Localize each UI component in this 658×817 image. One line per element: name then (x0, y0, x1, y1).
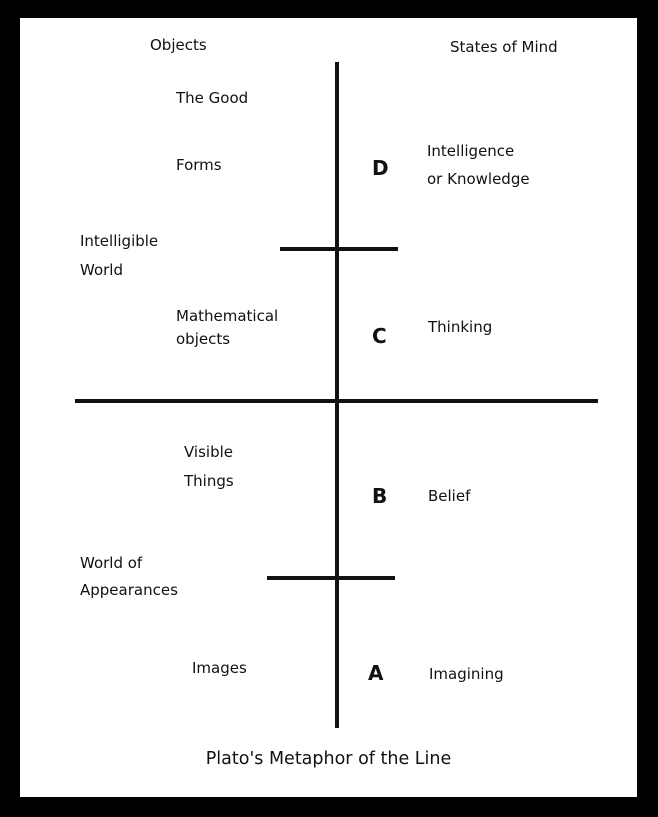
label-belief: Belief (428, 487, 471, 505)
label-visible: Visible (184, 443, 233, 461)
states-of-mind-header: States of Mind (450, 38, 558, 56)
label-objects: objects (176, 330, 231, 348)
diagram-canvas: Objects States of Mind The Good Forms Ma… (20, 18, 637, 797)
label-world: World (80, 261, 123, 279)
lower-segment-divider (267, 576, 395, 580)
label-things: Things (184, 472, 234, 490)
segment-letter-a: A (368, 661, 384, 685)
label-or-knowledge: or Knowledge (427, 170, 530, 188)
objects-header: Objects (150, 36, 207, 54)
label-the-good: The Good (176, 89, 249, 107)
label-intelligence: Intelligence (427, 142, 515, 160)
diagram-title: Plato's Metaphor of the Line (205, 749, 452, 769)
label-appearances: Appearances (80, 581, 178, 599)
label-imagining: Imagining (429, 665, 504, 683)
segment-letter-b: B (372, 484, 388, 508)
label-forms: Forms (176, 156, 222, 174)
main-horizontal-divider (75, 399, 598, 403)
label-thinking: Thinking (428, 318, 493, 336)
segment-letter-c: C (372, 324, 387, 348)
upper-segment-divider (280, 247, 398, 251)
segment-letter-d: D (372, 156, 389, 180)
label-world-of: World of (80, 554, 143, 572)
label-mathematical: Mathematical (176, 307, 279, 325)
label-intelligible: Intelligible (80, 232, 159, 250)
label-images: Images (192, 659, 247, 677)
vertical-divided-line (335, 62, 339, 728)
